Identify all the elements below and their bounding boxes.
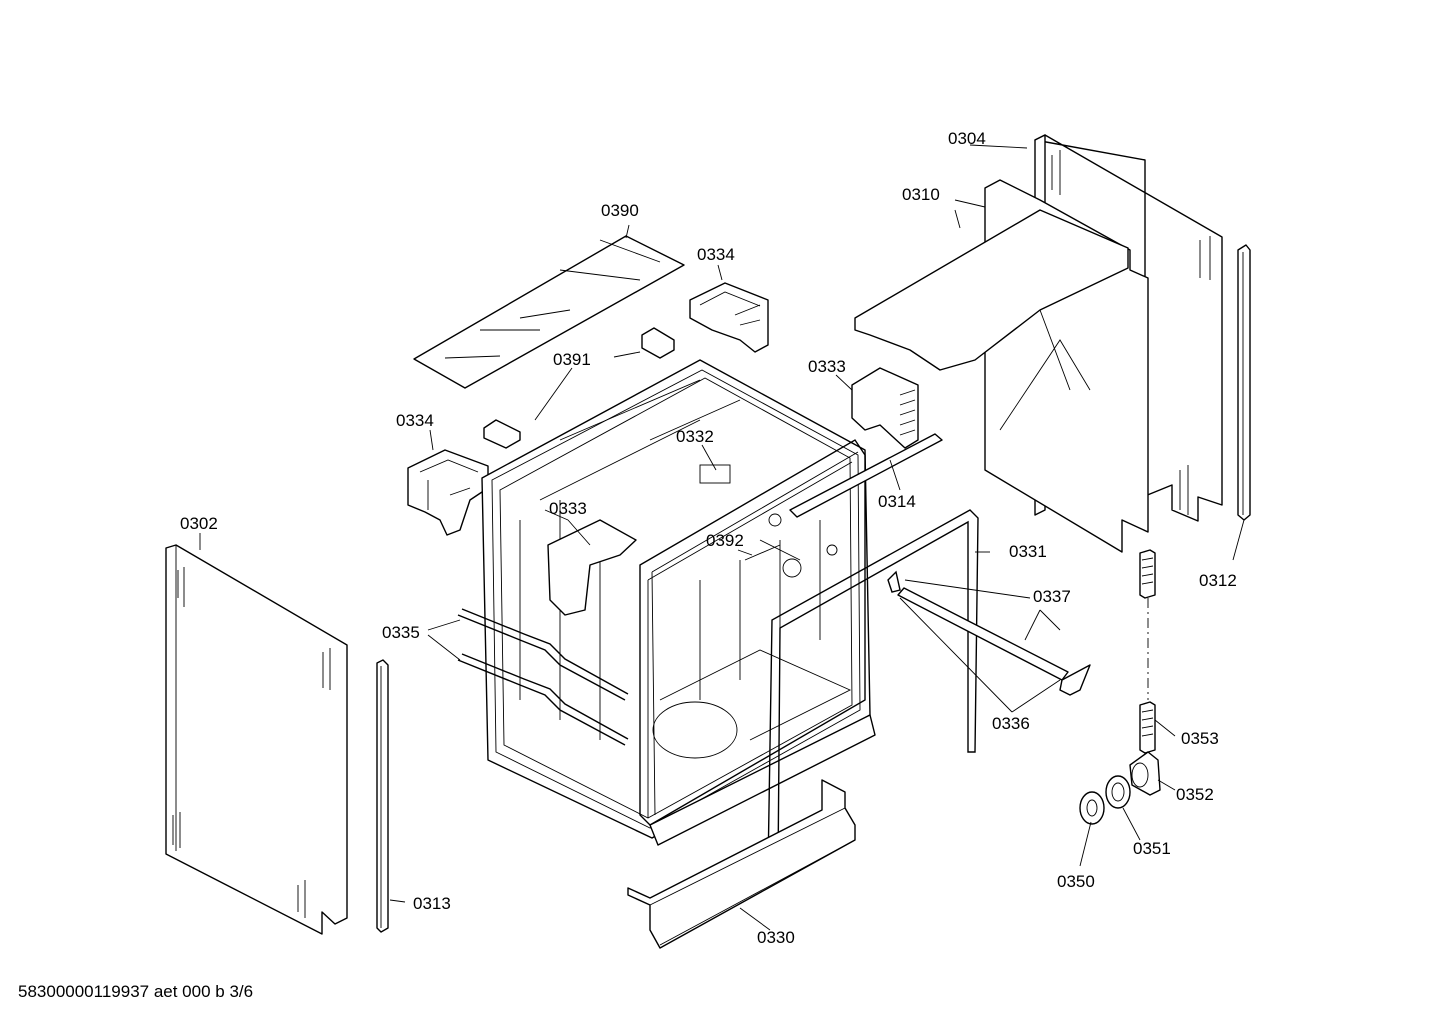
label-0302: 0302 [180,514,218,533]
side-strip-left [376,659,389,933]
label-0351: 0351 [1133,839,1171,858]
label-0334-top: 0334 [697,245,735,264]
dishwasher-tub [481,359,876,846]
label-0335: 0335 [382,623,420,642]
label-0314: 0314 [878,492,916,511]
hinge-rod [887,570,1091,696]
label-0312: 0312 [1199,571,1237,590]
label-0304: 0304 [948,129,986,148]
leader-lines [199,144,1245,931]
label-0332: 0332 [676,427,714,446]
label-0390: 0390 [601,201,639,220]
label-0331: 0331 [1009,542,1047,561]
label-0330: 0330 [757,928,795,947]
label-0391: 0391 [553,350,591,369]
label-0333-mid: 0333 [549,499,587,518]
door-seal [767,509,979,871]
sealing-ring [1105,775,1131,809]
guide-rails [457,608,629,746]
label-0333-top: 0333 [808,357,846,376]
label-0337: 0337 [1033,587,1071,606]
bracket-small [483,327,675,449]
label-0392: 0392 [706,531,744,550]
side-strip-right [1237,244,1251,521]
label-0334-left: 0334 [396,411,434,430]
document-footer: 58300000119937 aet 000 b 3/6 [18,982,253,1001]
clip-top [689,282,769,353]
label-0352: 0352 [1176,785,1214,804]
top-plate [854,179,1149,553]
spray-arm-parts [744,513,838,578]
side-panel-left [165,544,348,935]
drain-hose [1139,549,1156,754]
clip-left [407,449,489,536]
label-0353: 0353 [1181,729,1219,748]
top-strip [789,433,943,518]
drain-elbow [1129,751,1161,796]
terminal-block-right [851,367,919,449]
label-0313: 0313 [413,894,451,913]
label-0350: 0350 [1057,872,1095,891]
label-0310: 0310 [902,185,940,204]
insulation-mat [413,235,685,389]
union-nut [1079,791,1105,825]
base-plinth [627,779,856,949]
label-0336: 0336 [992,714,1030,733]
